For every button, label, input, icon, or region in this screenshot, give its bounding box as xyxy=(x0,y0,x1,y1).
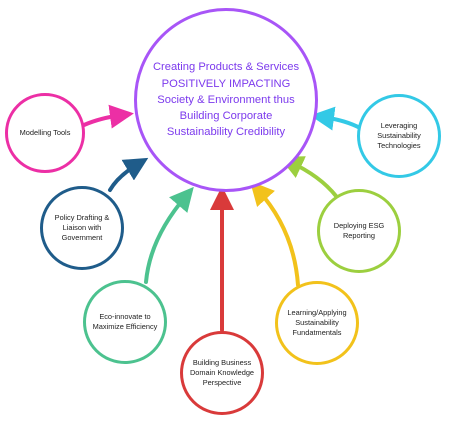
arrow-policy-drafting xyxy=(108,157,149,192)
node-modelling-tools: Modelling Tools xyxy=(5,93,85,173)
center-goal-circle: Creating Products & Services POSITIVELY … xyxy=(134,8,318,192)
arrow-deploying-esg xyxy=(279,156,338,198)
node-leveraging-tech: Leveraging Sustainability Technologies xyxy=(357,94,441,178)
node-label: Building Business Domain Knowledge Persp… xyxy=(189,358,255,387)
node-learning-applying: Learning/Applying Sustainability Fundatm… xyxy=(275,281,359,365)
node-label: Leveraging Sustainability Technologies xyxy=(377,121,421,150)
node-label: Learning/Applying Sustainability Fundatm… xyxy=(287,308,347,337)
arrow-leveraging-tech xyxy=(310,106,362,131)
arrow-eco-innovate xyxy=(144,186,194,284)
center-goal-text: Creating Products & Services POSITIVELY … xyxy=(147,59,305,140)
center-line: Building Corporate xyxy=(179,110,273,123)
node-label: Policy Drafting & Liaison with Governmen… xyxy=(54,213,110,242)
arrow-modelling-tools xyxy=(82,104,134,129)
node-label: Modelling Tools xyxy=(19,128,71,138)
node-building-business: Building Business Domain Knowledge Persp… xyxy=(180,331,264,415)
center-line: Sustainability Credibility xyxy=(166,126,286,139)
node-policy-drafting: Policy Drafting & Liaison with Governmen… xyxy=(40,186,124,270)
center-line: Society & Environment thus xyxy=(157,93,295,106)
center-line: POSITIVELY IMPACTING xyxy=(161,77,291,90)
node-eco-innovate: Eco-innovate to Maximize Efficiency xyxy=(83,280,167,364)
node-label: Deploying ESG Reporting xyxy=(333,221,385,240)
center-line: Creating Products & Services xyxy=(152,61,300,74)
arrow-learning-applying xyxy=(249,181,300,287)
node-deploying-esg: Deploying ESG Reporting xyxy=(317,189,401,273)
node-label: Eco-innovate to Maximize Efficiency xyxy=(92,312,158,331)
